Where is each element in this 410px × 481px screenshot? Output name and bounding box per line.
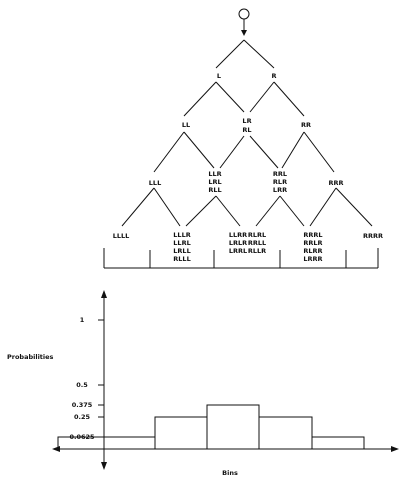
x-axis-label: Bins xyxy=(222,469,238,477)
node-lrrr: LRRR xyxy=(303,255,322,263)
y-axis-arrowhead-down xyxy=(101,462,107,470)
bar xyxy=(154,416,208,450)
bar xyxy=(258,416,313,450)
y-tick-label: 0.5 xyxy=(76,381,88,389)
node-lll: LLL xyxy=(149,179,161,187)
y-tick-label: 0.375 xyxy=(72,401,93,409)
bars xyxy=(57,404,365,450)
node-rll: RLL xyxy=(208,186,221,194)
tree-labels: L R LL LR RL RR LLL LLR LRL RLL RRL RLR … xyxy=(113,72,383,263)
y-tick-label: 1 xyxy=(80,316,85,324)
axes xyxy=(58,296,393,464)
y-tick-label: 0.25 xyxy=(74,413,91,421)
x-axis-arrowhead-right xyxy=(391,446,399,452)
node-rrll: RRLL xyxy=(248,239,266,247)
node-rl: RL xyxy=(242,126,251,134)
node-llr: LLR xyxy=(208,170,221,178)
node-l: L xyxy=(217,72,221,80)
tree-edges xyxy=(103,8,379,269)
node-rllr: RLLR xyxy=(248,247,266,255)
node-lrlr: LRLR xyxy=(229,239,247,247)
node-lrr: LRR xyxy=(273,186,287,194)
node-rrl: RRL xyxy=(273,170,287,178)
node-lllr: LLLR xyxy=(173,231,190,239)
node-lr: LR xyxy=(242,117,251,125)
ball-icon xyxy=(238,8,250,20)
node-ll: LL xyxy=(182,121,190,129)
node-rrr: RRR xyxy=(328,179,343,187)
node-llll: LLLL xyxy=(113,232,130,240)
node-rlrl: RLRL xyxy=(248,231,266,239)
node-r: R xyxy=(271,72,276,80)
node-lrll: LRLL xyxy=(173,247,190,255)
node-rlll: RLLL xyxy=(173,255,190,263)
y-axis-label: Probabilities xyxy=(7,353,54,361)
node-llrr: LLRR xyxy=(229,231,247,239)
bar xyxy=(206,404,260,450)
node-llrl: LLRL xyxy=(173,239,190,247)
drop-arrowhead xyxy=(241,30,247,36)
node-lrrl: LRRL xyxy=(229,247,247,255)
node-rlr: RLR xyxy=(273,178,287,186)
y-axis-arrowhead-up xyxy=(101,290,107,298)
node-rlrr: RLRR xyxy=(303,247,322,255)
node-lrl: LRL xyxy=(208,178,221,186)
node-rrrr: RRRR xyxy=(363,232,383,240)
node-rrlr: RRLR xyxy=(303,239,322,247)
bar xyxy=(311,436,365,450)
node-rrrl: RRRL xyxy=(303,231,322,239)
node-rr: RR xyxy=(301,121,311,129)
